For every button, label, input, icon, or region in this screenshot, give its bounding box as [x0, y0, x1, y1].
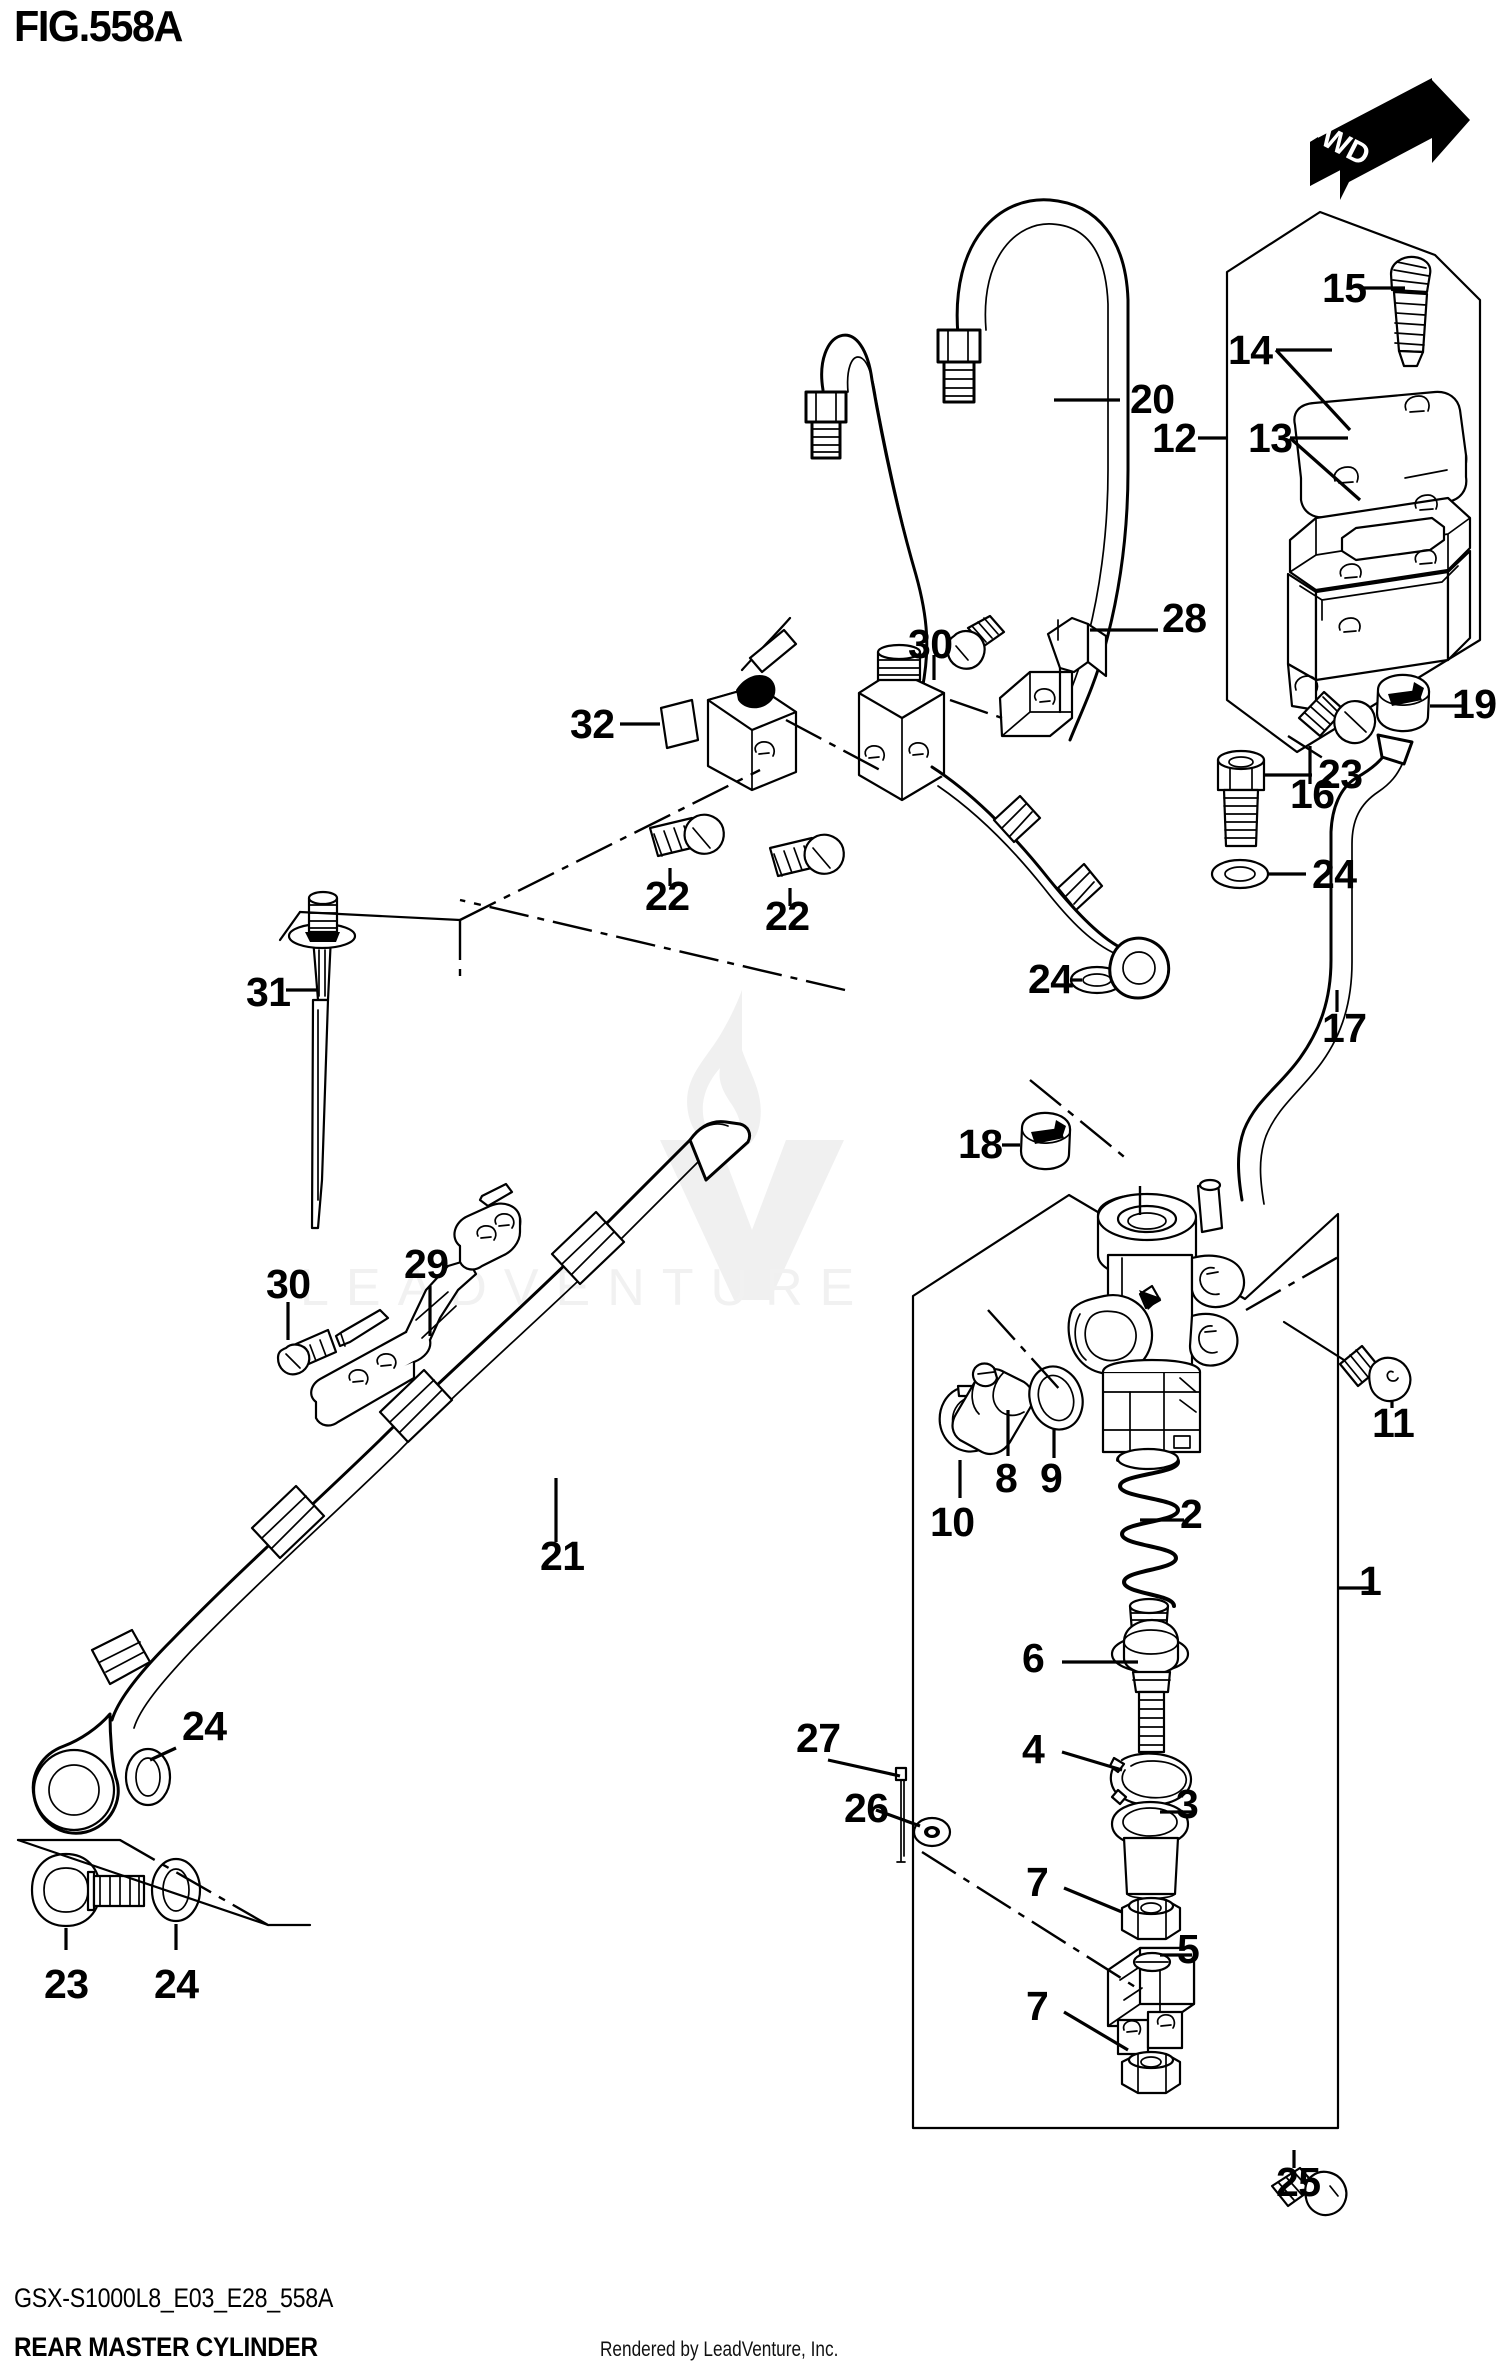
washer-24-bottom-upper — [124, 1747, 172, 1807]
callout-24a: 24 — [1312, 851, 1357, 897]
banjo-bolt-23-upper — [1216, 749, 1266, 848]
bracket-screw-30-upper — [946, 614, 1006, 670]
figure-code: GSX-S1000L8_E03_E28_558A — [14, 2283, 334, 2313]
callout-12: 12 — [1152, 415, 1197, 461]
callout-15: 15 — [1322, 265, 1367, 311]
callout-2: 2 — [1180, 1491, 1202, 1537]
callout-3: 3 — [1176, 1781, 1198, 1827]
callout-6: 6 — [1022, 1635, 1044, 1681]
reservoir-diaphragm-13 — [1288, 494, 1472, 592]
callout-11: 11 — [1372, 1400, 1414, 1446]
lock-nut-7-lower — [1120, 2050, 1182, 2095]
callout-leader-lines — [64, 286, 1466, 2168]
callout-4: 4 — [1022, 1726, 1045, 1772]
hose-clip-32 — [659, 698, 700, 750]
callout-31: 31 — [246, 969, 291, 1015]
hose-ferrule — [378, 1368, 454, 1444]
mounting-screw-11 — [1282, 1320, 1412, 1403]
callout-19: 19 — [1452, 681, 1497, 727]
callout-30a: 30 — [908, 621, 953, 667]
reservoir-assembly-outline — [1225, 210, 1482, 754]
hose-junction-block — [706, 616, 946, 802]
reservoir-mount-bolt-16 — [1297, 690, 1377, 745]
junction-screw-22-left — [648, 813, 725, 858]
callout-22b: 22 — [765, 893, 810, 939]
callout-22a: 22 — [645, 873, 690, 919]
callout-7b: 7 — [1026, 1983, 1048, 2029]
callout-18: 18 — [958, 1121, 1003, 1167]
bracket-screw-30-lower — [276, 1328, 338, 1376]
callout-27: 27 — [796, 1715, 841, 1761]
callout-23a: 23 — [1318, 751, 1363, 797]
cable-tie-31 — [287, 890, 357, 1230]
callout-28: 28 — [1162, 595, 1207, 641]
callout-24c: 24 — [182, 1703, 227, 1749]
reservoir-cap-screw-15 — [1389, 255, 1432, 368]
hose-guide-bracket-29 — [310, 1182, 522, 1427]
callout-16: 16 — [1290, 771, 1335, 817]
hose-ferrule — [90, 1628, 152, 1686]
washer-26 — [912, 1816, 952, 1848]
circlip-4 — [1108, 1752, 1193, 1806]
callout-14: 14 — [1228, 327, 1273, 373]
callout-10: 10 — [930, 1499, 975, 1545]
washer-24-bottom-lower — [150, 1857, 202, 1923]
hose-ferrule — [550, 1210, 626, 1286]
callout-1: 1 — [1359, 1558, 1381, 1604]
callout-29: 29 — [404, 1241, 449, 1287]
reservoir-tank-body — [1286, 549, 1472, 712]
push-rod-6 — [1110, 1618, 1190, 1754]
callout-25: 25 — [1276, 2159, 1321, 2205]
master-cylinder-assembly-outline — [911, 1193, 1340, 2130]
callout-8: 8 — [995, 1455, 1017, 1501]
callout-5: 5 — [1177, 1926, 1199, 1972]
fwd-direction-marker: FWD — [1299, 78, 1470, 200]
figure-name: REAR MASTER CYLINDER — [14, 2332, 318, 2362]
callout-7a: 7 — [1026, 1859, 1048, 1905]
callout-30b: 30 — [266, 1261, 311, 1307]
callout-9: 9 — [1040, 1455, 1062, 1501]
pipe-fitting-nut — [936, 328, 982, 404]
rear-brake-hose-21 — [31, 765, 1171, 1835]
callout-17: 17 — [1322, 1005, 1367, 1051]
page-title: FIG.558A — [14, 2, 183, 51]
return-spring-2 — [1116, 1447, 1180, 1642]
callout-numbers: 1 2 3 4 5 6 7 7 8 9 10 11 12 13 14 15 16… — [44, 265, 1497, 2205]
junction-screw-22-right — [768, 833, 845, 878]
master-cylinder-body-1 — [1067, 1178, 1246, 1454]
switch-bracket-28 — [998, 616, 1108, 738]
callout-21: 21 — [540, 1533, 585, 1579]
callout-26: 26 — [844, 1785, 889, 1831]
assembly-bracket-lines — [16, 910, 462, 1927]
callout-24b: 24 — [1028, 956, 1073, 1002]
hose-ferrule — [250, 1484, 326, 1560]
assembly-guide-lines — [119, 698, 1341, 1992]
callout-24d: 24 — [154, 1961, 199, 2007]
callout-23b: 23 — [44, 1961, 89, 2007]
banjo-bolt-23-bottom — [30, 1852, 146, 1928]
o-ring-9 — [1028, 1365, 1084, 1431]
pivot-bolt-25 — [1270, 2166, 1348, 2217]
piston-cup-8 — [951, 1362, 1035, 1456]
washer-24-upper — [1210, 858, 1270, 890]
pipe-fitting-nut-2 — [804, 390, 848, 460]
callout-13: 13 — [1248, 415, 1293, 461]
callout-20: 20 — [1130, 376, 1175, 422]
clevis-joint-5 — [1106, 1946, 1196, 2056]
reservoir-hose-17 — [1237, 733, 1414, 1205]
lock-nut-7-upper — [1120, 1896, 1182, 1941]
callout-32: 32 — [570, 701, 615, 747]
hose-clamp-18 — [1019, 1111, 1072, 1171]
cotter-pin-27 — [894, 1766, 908, 1863]
hose-clamp-19 — [1375, 673, 1431, 733]
rendered-by-label: Rendered by LeadVenture, Inc. — [600, 2338, 839, 2361]
